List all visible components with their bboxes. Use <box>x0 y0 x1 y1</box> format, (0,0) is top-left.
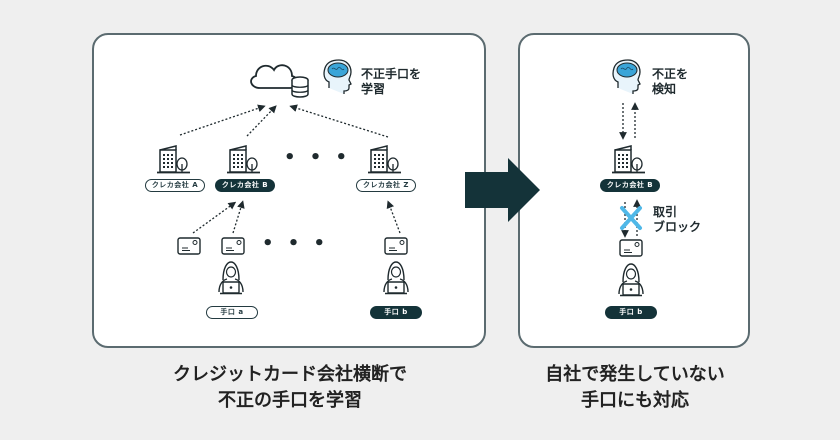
left-caption: クレジットカード会社横断で 不正の手口を学習 <box>173 364 407 411</box>
block-label: 取引 ブロック <box>653 205 702 234</box>
cloud-icon <box>250 64 298 89</box>
brain-label-detect: 不正を 検知 <box>652 67 689 96</box>
hacker-icon-right-b <box>618 263 644 297</box>
dotted-arrows-to-cloud <box>179 104 389 138</box>
brain-label-learn: 不正手口を 学習 <box>361 67 422 96</box>
building-icon-z <box>367 145 402 174</box>
company-pill-z: クレカ会社 Z <box>356 179 416 192</box>
method-pill-b: 手口 b <box>370 306 422 319</box>
building-icon-right-b <box>611 145 646 174</box>
big-right-arrow-icon <box>465 158 540 222</box>
company-pill-b: クレカ会社 B <box>215 179 275 192</box>
company-pill-right-b: クレカ会社 B <box>600 179 660 192</box>
block-x-icon <box>620 206 642 230</box>
brain-head-icon-right <box>612 59 641 95</box>
method-pill-right-b: 手口 b <box>605 306 657 319</box>
dotted-arrows-block <box>621 199 641 238</box>
building-icon-a <box>156 145 191 174</box>
database-icon <box>291 76 309 98</box>
dotted-arrows-detect <box>619 102 639 140</box>
credit-card-icon-3 <box>384 237 408 255</box>
company-pill-a: クレカ会社 A <box>145 179 205 192</box>
right-caption: 自社で発生していない 手口にも対応 <box>545 364 725 411</box>
credit-card-icon-1 <box>177 237 201 255</box>
brain-head-icon <box>323 59 352 95</box>
method-pill-a: 手口 a <box>206 306 258 319</box>
ellipsis-companies: • • • <box>284 147 352 168</box>
hacker-icon-a <box>218 261 244 295</box>
credit-card-icon-2 <box>221 237 245 255</box>
building-icon-b <box>226 145 261 174</box>
hacker-icon-b <box>383 261 409 295</box>
ellipsis-cards: • • • <box>262 233 330 254</box>
dotted-arrows-to-companies <box>192 200 401 234</box>
credit-card-icon-right <box>619 239 643 257</box>
